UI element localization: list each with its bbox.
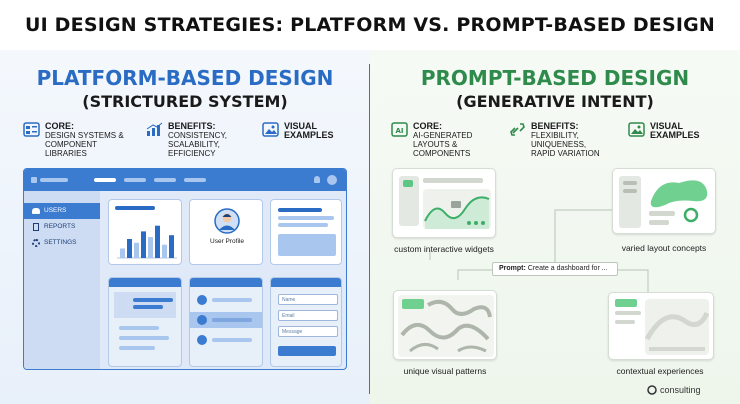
sidebar-item-settings[interactable]: SETTINGS [24,235,100,251]
list-card [108,277,182,367]
profile-card: User Profile [189,199,263,265]
patterns-example-card [393,290,497,360]
dashboard-mockup: USERS REPORTS SETTINGS User Profile [23,168,347,370]
chart-bar [169,235,174,258]
page-title: UI DESIGN STRATEGIES: PLATFORM VS. PROMP… [24,14,716,36]
message-field[interactable]: Message [278,326,338,337]
prompt-heading: PROMPT-BASED DESIGN [420,66,690,90]
benefits-label: BENEFITS: [168,121,216,131]
core-text: AI-GENERATED LAYOUTS & COMPONENTS [413,131,473,158]
divider [369,64,370,394]
platform-subheading: (STRICTURED SYSTEM) [82,92,288,111]
chart-bar [155,225,160,258]
avatar [197,335,207,345]
users-icon [32,208,40,214]
name-field[interactable]: Name [278,294,338,305]
email-field[interactable]: Email [278,310,338,321]
widget-example-card [392,168,496,238]
sidebar-item-label: REPORTS [44,223,76,230]
ai-chip-icon: AI [391,122,408,137]
core-label: CORE: [413,121,442,131]
list-item[interactable] [190,292,262,308]
platform-benefits: BENEFITS: CONSISTENCY, SCALABILITY, EFFI… [146,121,248,158]
chart-bar [162,244,167,258]
chart-bar [148,237,153,258]
platform-visual: VISUAL EXAMPLES [262,121,344,140]
dashboard-topbar [24,169,346,191]
context-shape [645,299,709,355]
image-icon [628,122,645,137]
sidebar-item-users[interactable]: USERS [24,203,100,219]
sidebar-item-label: USERS [44,207,67,214]
prompt-benefits: BENEFITS: FLEXIBILITY, UNIQUENESS, RAPID… [510,121,611,158]
benefits-text: CONSISTENCY, SCALABILITY, EFFICIENCY [168,131,227,158]
link-icon [510,123,525,136]
brand-logo-icon [647,385,657,395]
content-card [270,199,342,265]
layout-example-card [612,168,716,234]
profile-label: User Profile [210,238,244,245]
platform-heading: PLATFORM-BASED DESIGN [36,66,334,90]
chart-bar [141,231,146,258]
visual-label: VISUAL EXAMPLES [284,121,334,140]
bell-icon[interactable] [314,176,320,183]
chart-bar [120,248,125,258]
wave-graph [423,189,491,229]
visual-label: VISUAL EXAMPLES [650,121,700,140]
bar-chart-icon [146,122,163,136]
avatar[interactable] [327,175,337,185]
prompt-visual: VISUAL EXAMPLES [628,121,710,140]
ai-icon-label: AI [395,127,403,135]
flow-connectors [429,209,649,292]
form-card: Name Email Message [270,277,342,367]
user-list-card [189,277,263,367]
sidebar-item-label: SETTINGS [44,239,77,246]
core-label: CORE: [45,121,74,131]
benefits-label: BENEFITS: [531,121,579,131]
caption-widgets: custom interactive widgets [394,244,494,254]
caption-patterns: unique visual patterns [403,366,487,376]
platform-core: CORE: DESIGN SYSTEMS & COMPONENT LIBRARI… [23,121,140,158]
avatar [197,295,207,305]
prompt-text: Create a dashboard for ... [527,265,608,272]
submit-button[interactable] [278,346,336,356]
list-item[interactable] [190,312,262,328]
prompt-label: Prompt: [499,265,526,272]
chart-bar [134,242,139,258]
prompt-subheading: (GENERATIVE INTENT) [456,92,654,111]
chart-bar [127,239,132,258]
contextual-example-card [608,292,714,360]
pattern-graphic [398,295,494,357]
blob-shape [649,180,708,225]
benefits-text: FLEXIBILITY, UNIQUENESS, RAPID VARIATION [531,131,600,158]
sidebar-item-reports[interactable]: REPORTS [24,219,100,235]
brand-name: consulting [660,385,701,395]
gear-icon [32,239,40,247]
list-item[interactable] [190,332,262,348]
dashboard-sidebar: USERS REPORTS SETTINGS [24,191,100,369]
prompt-box[interactable]: Prompt: Create a dashboard for ... [492,262,618,276]
caption-contextual: contextual experiences [616,366,704,376]
bar-chart [117,225,177,259]
core-text: DESIGN SYSTEMS & COMPONENT LIBRARIES [45,131,124,158]
chart-card [108,199,182,265]
prompt-core: AI CORE: AI-GENERATED LAYOUTS & COMPONEN… [391,121,501,158]
document-icon [33,223,39,231]
user-avatar-icon [214,208,240,234]
layout-grid-icon [23,122,40,137]
image-icon [262,122,279,137]
caption-layouts: varied layout concepts [621,243,707,253]
avatar [197,315,207,325]
